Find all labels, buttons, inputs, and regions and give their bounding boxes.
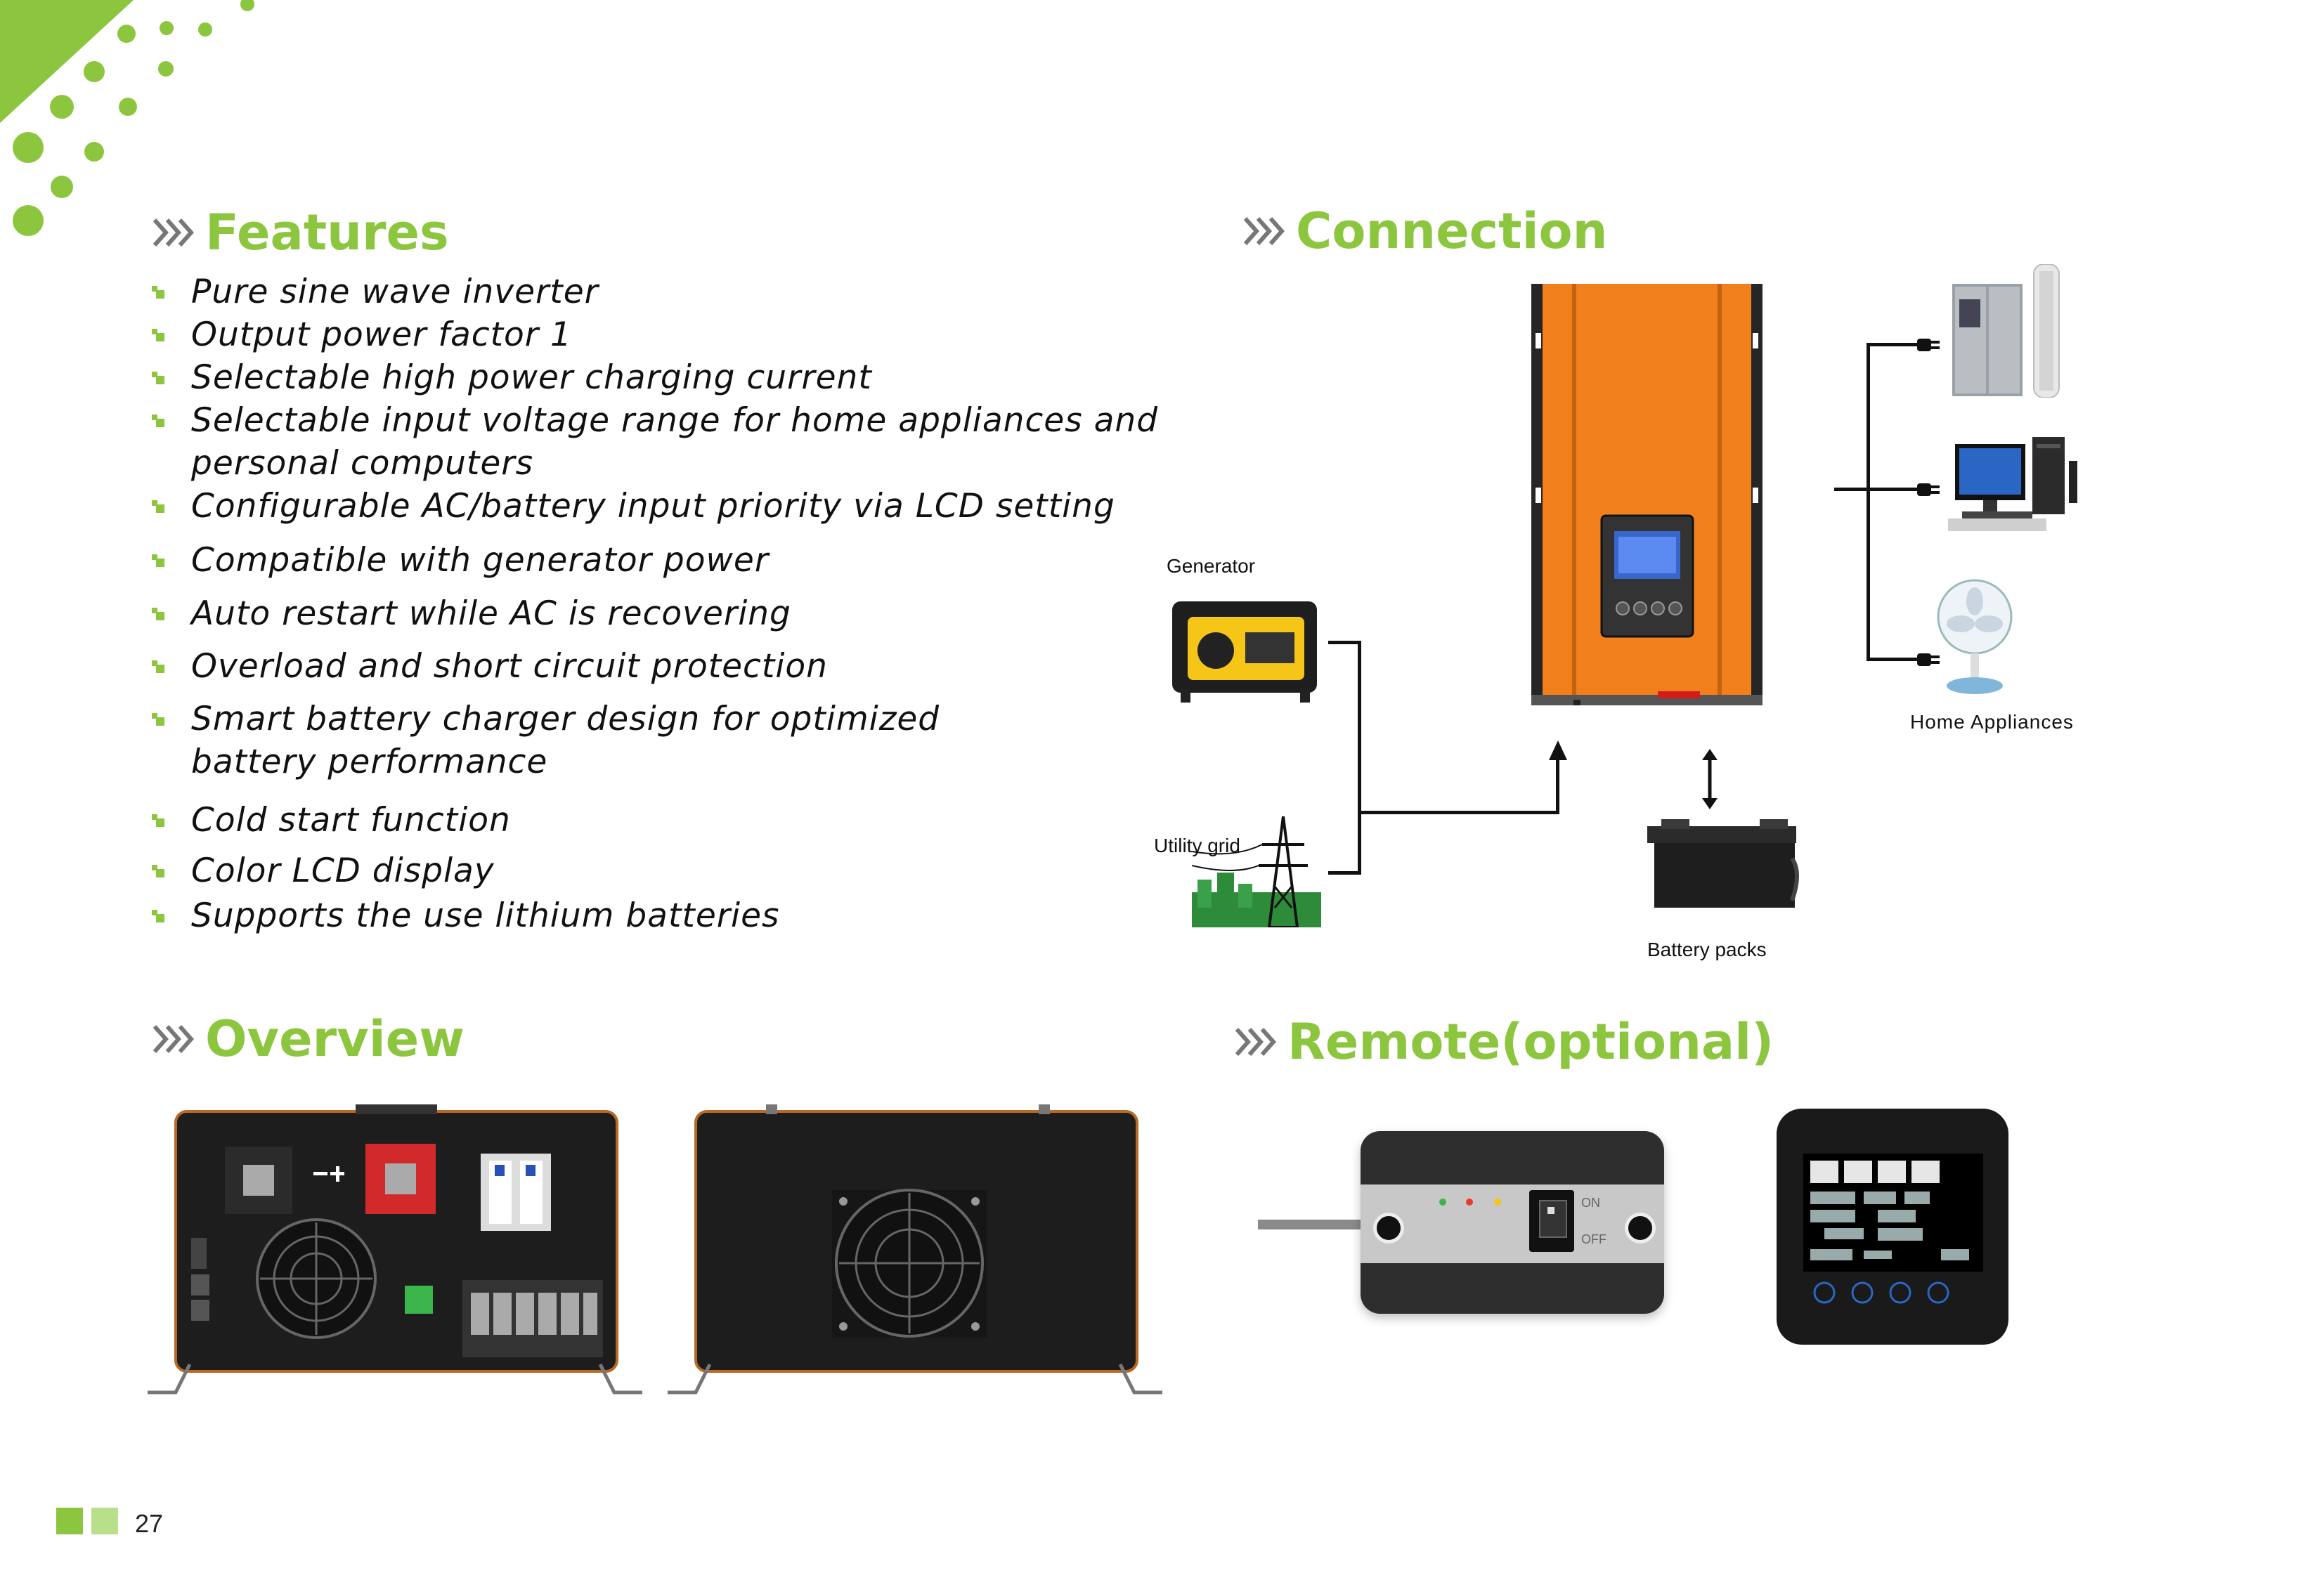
switch-off-label: OFF	[1581, 1232, 1606, 1246]
square-bullet-icon	[152, 910, 164, 922]
plug-icon	[1917, 653, 1940, 666]
status-led-icon	[1466, 1199, 1473, 1206]
features-heading: Features	[152, 204, 449, 261]
feature-item: Color LCD display	[152, 849, 1175, 892]
feature-item: Compatible with generator power	[152, 539, 1175, 582]
square-bullet-icon	[152, 500, 164, 513]
square-bullet-icon	[152, 286, 164, 299]
corner-decoration	[0, 0, 254, 236]
chevron-triple-icon	[152, 1025, 195, 1053]
connection-heading: Connection	[1242, 202, 1607, 260]
generator-image	[1172, 601, 1317, 703]
footer-square-icon	[91, 1508, 118, 1534]
bidirectional-arrow-icon	[1702, 749, 1718, 809]
feature-item: Smart battery charger design for optimiz…	[152, 698, 1175, 783]
feature-item: Supports the use lithium batteries	[152, 894, 1175, 937]
switch-on-label: ON	[1581, 1196, 1600, 1210]
output-bus-wire	[1867, 343, 1870, 660]
plug-icon	[1917, 339, 1940, 351]
output-branch-wire	[1867, 658, 1927, 661]
output-branch-wire	[1867, 343, 1927, 346]
inverter-front-panel-image	[148, 1104, 642, 1395]
status-led-icon	[1439, 1199, 1446, 1206]
feature-item: Cold start function	[152, 799, 1175, 842]
generator-label: Generator	[1167, 555, 1256, 577]
input-feed-wire	[1358, 811, 1559, 814]
features-title: Features	[205, 204, 449, 261]
grid-wire	[1328, 871, 1359, 875]
chevron-triple-icon	[1243, 217, 1285, 245]
utility-grid-image	[1192, 816, 1321, 927]
battery-label: Battery packs	[1647, 939, 1767, 960]
status-led-icon	[1494, 1199, 1501, 1206]
arrow-up-icon	[1549, 740, 1567, 760]
square-bullet-icon	[152, 608, 164, 620]
square-bullet-icon	[152, 372, 164, 384]
feature-item: Selectable input voltage range for home …	[152, 399, 1175, 485]
feature-item: Output power factor 1	[152, 313, 1175, 356]
remote-panel-plate	[1361, 1184, 1664, 1263]
input-riser-wire	[1556, 755, 1559, 814]
rocker-switch[interactable]	[1529, 1190, 1574, 1252]
feature-item: Overload and short circuit protection	[152, 645, 1175, 688]
input-bus-wire	[1358, 641, 1361, 875]
overview-heading: Overview	[152, 1010, 465, 1068]
feature-item: Configurable AC/battery input priority v…	[152, 485, 1175, 528]
square-bullet-icon	[152, 554, 164, 567]
feature-item: Auto restart while AC is recovering	[152, 592, 1175, 635]
chevron-triple-icon	[152, 218, 195, 247]
plug-icon	[1917, 483, 1940, 496]
remote-cable	[1258, 1220, 1363, 1229]
square-bullet-icon	[152, 865, 164, 877]
square-bullet-icon	[152, 713, 164, 726]
screw-icon	[1625, 1213, 1656, 1244]
generator-wire	[1328, 641, 1359, 644]
overview-title: Overview	[205, 1010, 465, 1068]
remote-heading: Remote(optional)	[1234, 1013, 1774, 1071]
screw-icon	[1373, 1213, 1404, 1244]
footer-square-icon	[56, 1508, 83, 1534]
square-bullet-icon	[152, 660, 164, 673]
feature-item: Pure sine wave inverter	[152, 270, 1175, 313]
chevron-triple-icon	[1235, 1028, 1277, 1056]
home-appliances-label: Home Appliances	[1910, 711, 2074, 733]
battery-pack-image	[1647, 819, 1799, 908]
square-bullet-icon	[152, 329, 164, 341]
fan-image	[1937, 579, 2013, 694]
square-bullet-icon	[152, 415, 164, 427]
page-number: 27	[135, 1509, 164, 1538]
computer-image	[1948, 437, 2077, 531]
inverter-image	[1531, 284, 1763, 705]
remote-title: Remote(optional)	[1287, 1013, 1774, 1071]
remote-switch-box: ON OFF	[1361, 1131, 1664, 1314]
inverter-rear-panel-image	[668, 1104, 1162, 1395]
feature-item: Selectable high power charging current	[152, 356, 1175, 399]
connection-title: Connection	[1296, 202, 1608, 260]
remote-lcd-panel-image	[1777, 1109, 2008, 1345]
refrigerator-image	[1952, 264, 2060, 398]
output-wire	[1834, 488, 1930, 491]
square-bullet-icon	[152, 814, 164, 827]
